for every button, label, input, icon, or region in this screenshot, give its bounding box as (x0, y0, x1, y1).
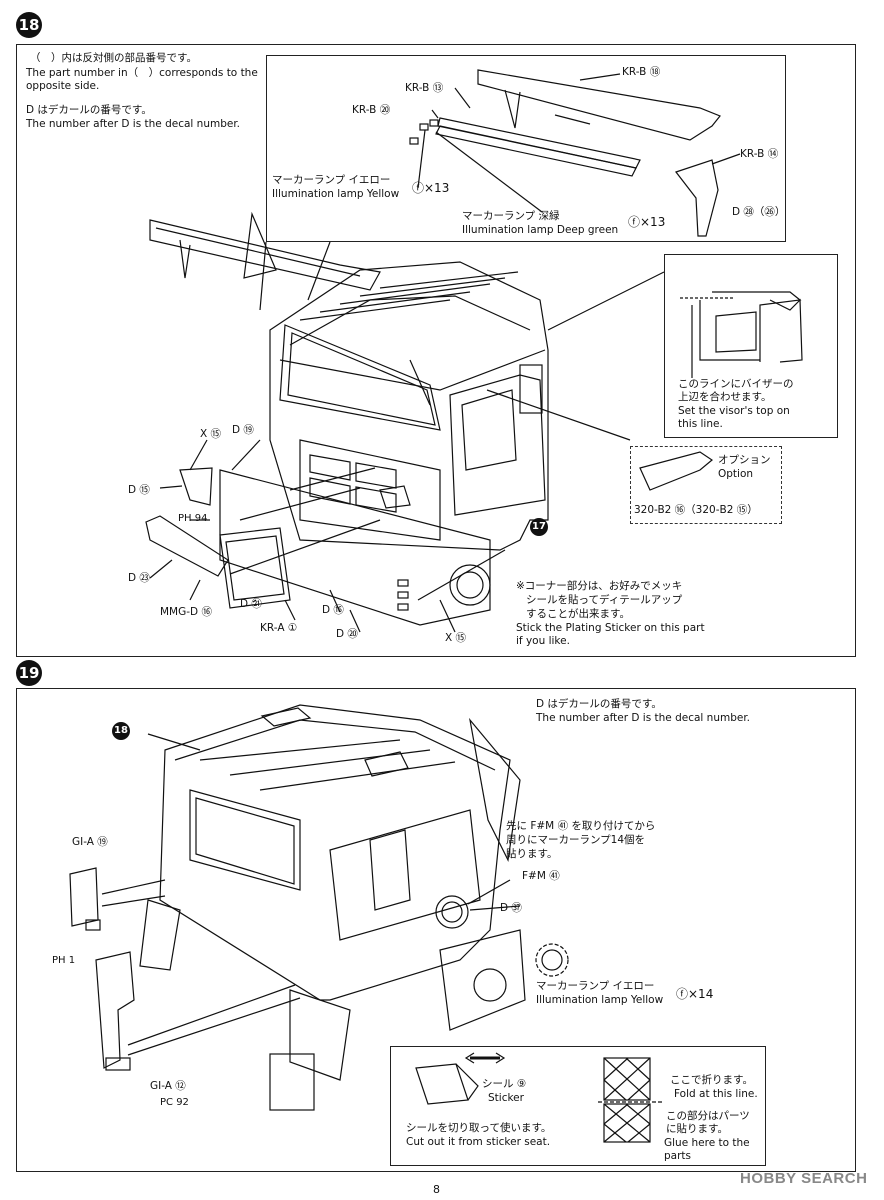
label-decal-28-26: D ㉘（㉖） (732, 206, 786, 218)
sticker-en: Sticker (488, 1092, 524, 1104)
lamp-yellow-19-en: Illumination lamp Yellow (536, 994, 664, 1006)
lamp-yellow-19-jp: マーカーランプ イエロー (536, 980, 655, 992)
step-18-note-en-1b: opposite side. (26, 80, 100, 92)
fm-note-jp-1: 先に F#M ㊶ を取り付けてから (506, 820, 656, 832)
step-18-number: 18 (16, 12, 42, 38)
cut-note-jp: シールを切り取って使います。 (406, 1122, 552, 1134)
lamp-green-en: Illumination lamp Deep green (462, 224, 619, 236)
visor-note-en-2: this line. (678, 418, 723, 430)
glue-note-en-1: Glue here to the (664, 1137, 750, 1149)
fm-note-jp-3: 貼ります。 (506, 848, 558, 860)
cut-note-en: Cut out it from sticker seat. (406, 1136, 551, 1148)
visor-note-en-1: Set the visor's top on (678, 405, 790, 417)
step-18-note-jp-2: D はデカールの番号です。 (26, 104, 152, 116)
corner-note-en-2: if you like. (516, 635, 570, 647)
option-visor-box (630, 446, 782, 524)
label-d19: D ⑲ (232, 424, 254, 436)
fm-note-jp-2: 周りにマーカーランプ14個を (506, 834, 646, 846)
label-gi-a19: GI-A ⑲ (72, 836, 108, 848)
step-19-note-en: The number after D is the decal number. (536, 712, 751, 724)
label-gi-a12: GI-A ⑫ (150, 1080, 186, 1092)
lamp-green-jp: マーカーランプ 深緑 (462, 210, 560, 222)
fold-note-jp: ここで折ります。 (670, 1074, 753, 1086)
label-kr-a1: KR-A ① (260, 622, 298, 634)
label-kr-b18: KR-B ⑱ (622, 66, 661, 78)
glue-note-jp-2: に貼ります。 (666, 1123, 728, 1135)
step-18-reference: 18 (112, 722, 130, 740)
label-d21: D ㉑ (240, 598, 262, 610)
visor-note-jp-2: 上辺を合わせます。 (678, 391, 772, 403)
step-17-reference: 17 (530, 518, 548, 536)
visor-note-jp-1: このラインにバイザーの (678, 378, 794, 390)
step-19-number: 19 (16, 660, 42, 686)
option-jp: オプション (718, 454, 771, 466)
step-18-note-en-1a: The part number in（ ）corresponds to the (26, 67, 258, 79)
label-d16: D ⑯ (322, 604, 344, 616)
label-x15-top: X ⑮ (200, 428, 222, 440)
sticker-jp: シール ⑨ (482, 1078, 527, 1090)
glue-note-en-2: parts (664, 1150, 692, 1162)
corner-note-jp-2: シールを貼ってディテールアップ (526, 594, 683, 606)
label-kr-b14: KR-B ⑭ (740, 148, 779, 160)
visor-detail-inset (664, 254, 838, 438)
corner-note-jp-1: ※コーナー部分は、お好みでメッキ (516, 580, 683, 592)
label-d15: D ⑮ (128, 484, 150, 496)
page-number: 8 (433, 1183, 440, 1196)
label-d23: D ㉓ (128, 572, 150, 584)
label-ph94: PH 94 (178, 513, 208, 524)
label-fm61: F#M ㊶ (522, 870, 560, 882)
corner-note-en-1: Stick the Plating Sticker on this part (516, 622, 705, 634)
step-19-note-jp: D はデカールの番号です。 (536, 698, 662, 710)
hobby-search-watermark: HOBBY SEARCH (740, 1170, 868, 1187)
step-18-visor-inset (266, 55, 786, 242)
fold-note-en: Fold at this line. (674, 1088, 758, 1100)
label-kr-b13: KR-B ⑬ (405, 82, 444, 94)
option-part-number: 320-B2 ⑯（320-B2 ⑮） (634, 504, 758, 516)
label-ph1: PH 1 (52, 955, 76, 966)
label-d20: D ⑳ (336, 628, 358, 640)
lamp-yellow-en: Illumination lamp Yellow (272, 188, 400, 200)
step-18-note-en-2: The number after D is the decal number. (26, 118, 241, 130)
lamp-yellow-qty: ⓕ×13 (412, 181, 450, 195)
step-19-panel (16, 688, 856, 1172)
label-pc92: PC 92 (160, 1097, 189, 1108)
lamp-yellow-jp: マーカーランプ イエロー (272, 174, 391, 186)
step-18-panel (16, 44, 856, 657)
option-en: Option (718, 468, 754, 480)
label-d37: D ㊲ (500, 902, 522, 914)
label-x15-bottom: X ⑮ (445, 632, 467, 644)
glue-note-jp: この部分はパーツ (666, 1110, 750, 1122)
lamp-yellow-19-qty: ⓕ×14 (676, 987, 714, 1001)
label-mmg-d16: MMG-D ⑯ (160, 606, 212, 618)
sticker-instruction-box (390, 1046, 766, 1166)
step-18-note-jp-1: （ ）内は反対側の部品番号です。 (30, 52, 197, 64)
label-kr-b20: KR-B ⑳ (352, 104, 391, 116)
lamp-green-qty: ⓕ×13 (628, 215, 666, 229)
corner-note-jp-3: することが出来ます。 (526, 608, 630, 620)
